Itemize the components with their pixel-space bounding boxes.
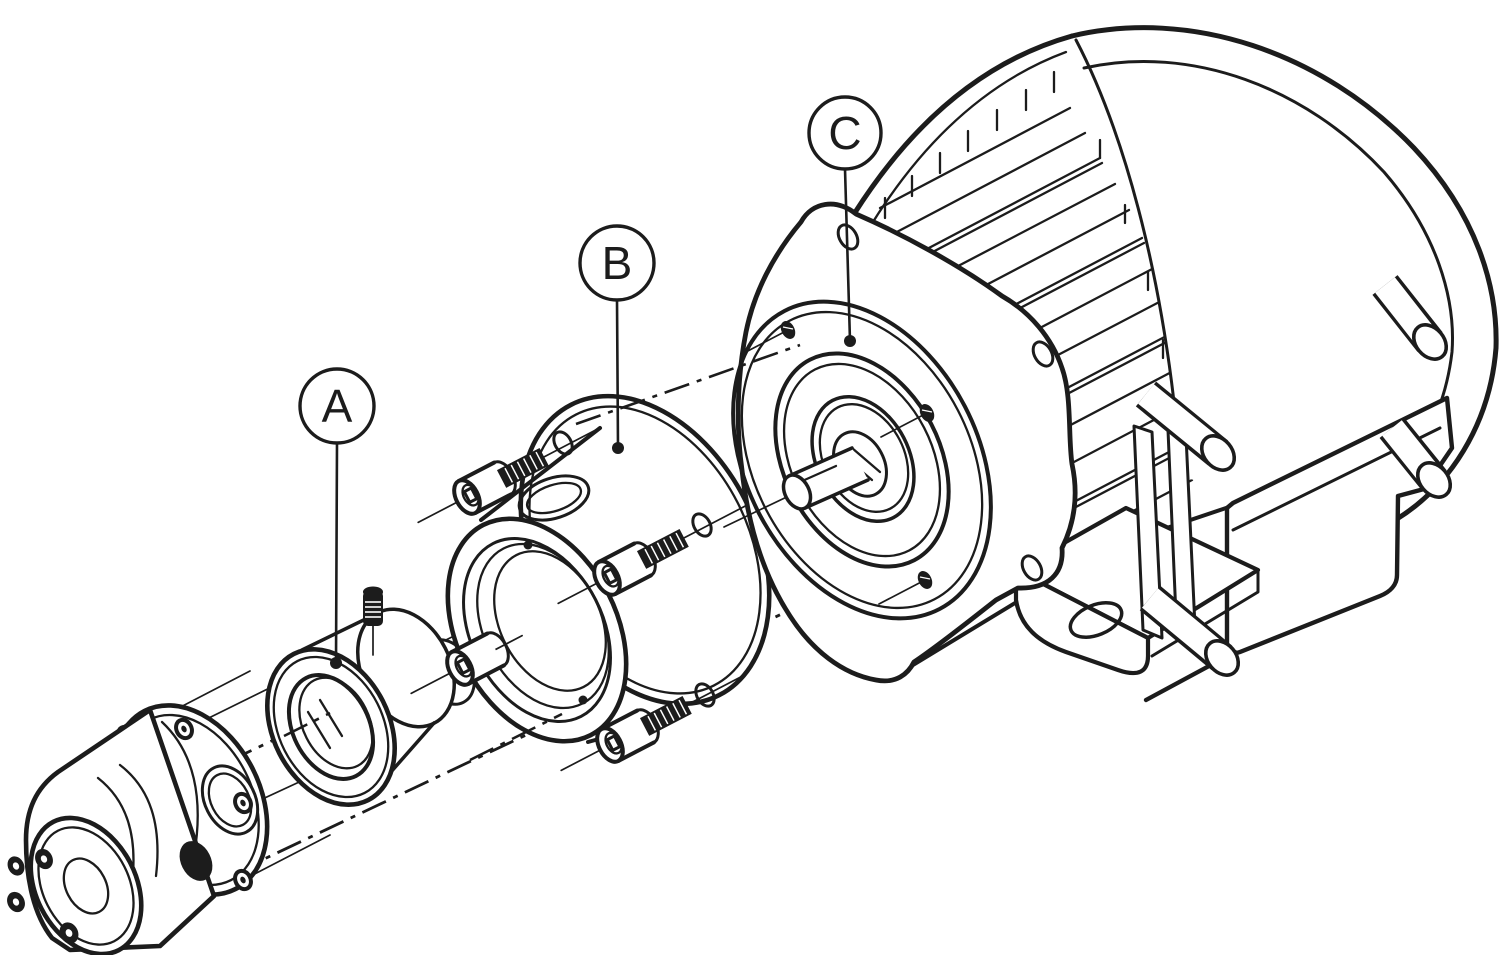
flange-studs <box>741 321 935 605</box>
coupling-bore-slot <box>318 698 344 738</box>
pump-pilot-ring <box>200 764 260 836</box>
shaft-centerline <box>723 493 794 528</box>
callout-b-circle <box>578 224 656 302</box>
pump-front-face <box>28 815 144 955</box>
callout-a: A <box>298 367 376 669</box>
tie-rod-stub <box>1135 381 1237 472</box>
shaft-keyway <box>798 464 838 484</box>
callout-c-dot <box>844 335 856 347</box>
pump-side-port <box>179 841 213 881</box>
callout-a-circle <box>298 367 376 445</box>
centerline-through-bore <box>469 712 563 762</box>
fin-end-ticks <box>883 70 1056 220</box>
centerline-lower <box>149 556 901 915</box>
callout-a-leader <box>334 441 339 665</box>
flange-tapped-hole <box>523 540 533 550</box>
flange-cone-top <box>479 426 602 522</box>
callout-a-letter: A <box>322 380 353 432</box>
pump-front-face-inner <box>37 826 135 946</box>
callout-c: C <box>807 95 883 347</box>
foot-front-face <box>1013 567 1151 676</box>
callout-c-leader <box>843 167 852 343</box>
pump-ports <box>7 848 79 944</box>
coupling-bore <box>286 673 376 781</box>
pump-body-step <box>118 763 159 878</box>
cap-screw <box>410 631 523 695</box>
flange-tapped-hole <box>578 695 588 705</box>
callout-c-circle <box>807 95 883 171</box>
coupling <box>265 586 476 807</box>
flange-top-slot <box>517 474 591 522</box>
shaft-end-face <box>781 473 813 511</box>
set-screw <box>363 586 383 656</box>
tie-rod-stub <box>1139 585 1241 677</box>
cap-screw <box>560 674 744 772</box>
motor-shaft <box>723 446 870 528</box>
pump-pilot-ring-inner <box>207 772 253 828</box>
pump-front-hub <box>62 857 110 915</box>
foot-bolt-hole <box>1068 601 1124 639</box>
pump-assembly <box>7 670 331 955</box>
callout-b-letter: B <box>602 237 633 289</box>
callout-b: B <box>578 224 656 454</box>
fan-cover-outer-arc <box>1069 25 1499 525</box>
centerline-through-coupling <box>283 711 331 738</box>
centerline-bolt-axis <box>575 343 801 426</box>
tie-rod-stub <box>1379 417 1453 499</box>
casting-bolt-holes <box>836 223 1055 582</box>
shroud-fin-ticks <box>1098 138 1165 360</box>
motor-body-top-inner <box>866 50 1068 232</box>
callout-c-letter: C <box>828 107 861 159</box>
flange-top-slot-inner <box>525 481 583 515</box>
cap-screws <box>410 426 755 772</box>
callouts: A B C <box>298 95 883 669</box>
motor-assembly <box>723 25 1499 703</box>
motor-body-top-outline <box>851 33 1075 217</box>
frame-bottom-edge <box>906 598 1022 670</box>
coupling-front-ring <box>265 647 397 807</box>
coupling-front-ring-inner <box>272 655 390 799</box>
callout-a-dot <box>330 657 342 669</box>
coupling-bore-slot <box>306 710 332 750</box>
tie-rod-stub <box>1372 275 1449 361</box>
coupling-bore-inner <box>298 676 374 770</box>
mounting-foot <box>1013 505 1261 676</box>
pump-body-step <box>160 720 199 858</box>
callout-b-leader <box>615 298 620 450</box>
cap-screw <box>417 426 601 524</box>
tie-rod-stubs <box>1135 275 1453 677</box>
callout-b-dot <box>612 442 624 454</box>
cap-screw <box>557 500 755 605</box>
